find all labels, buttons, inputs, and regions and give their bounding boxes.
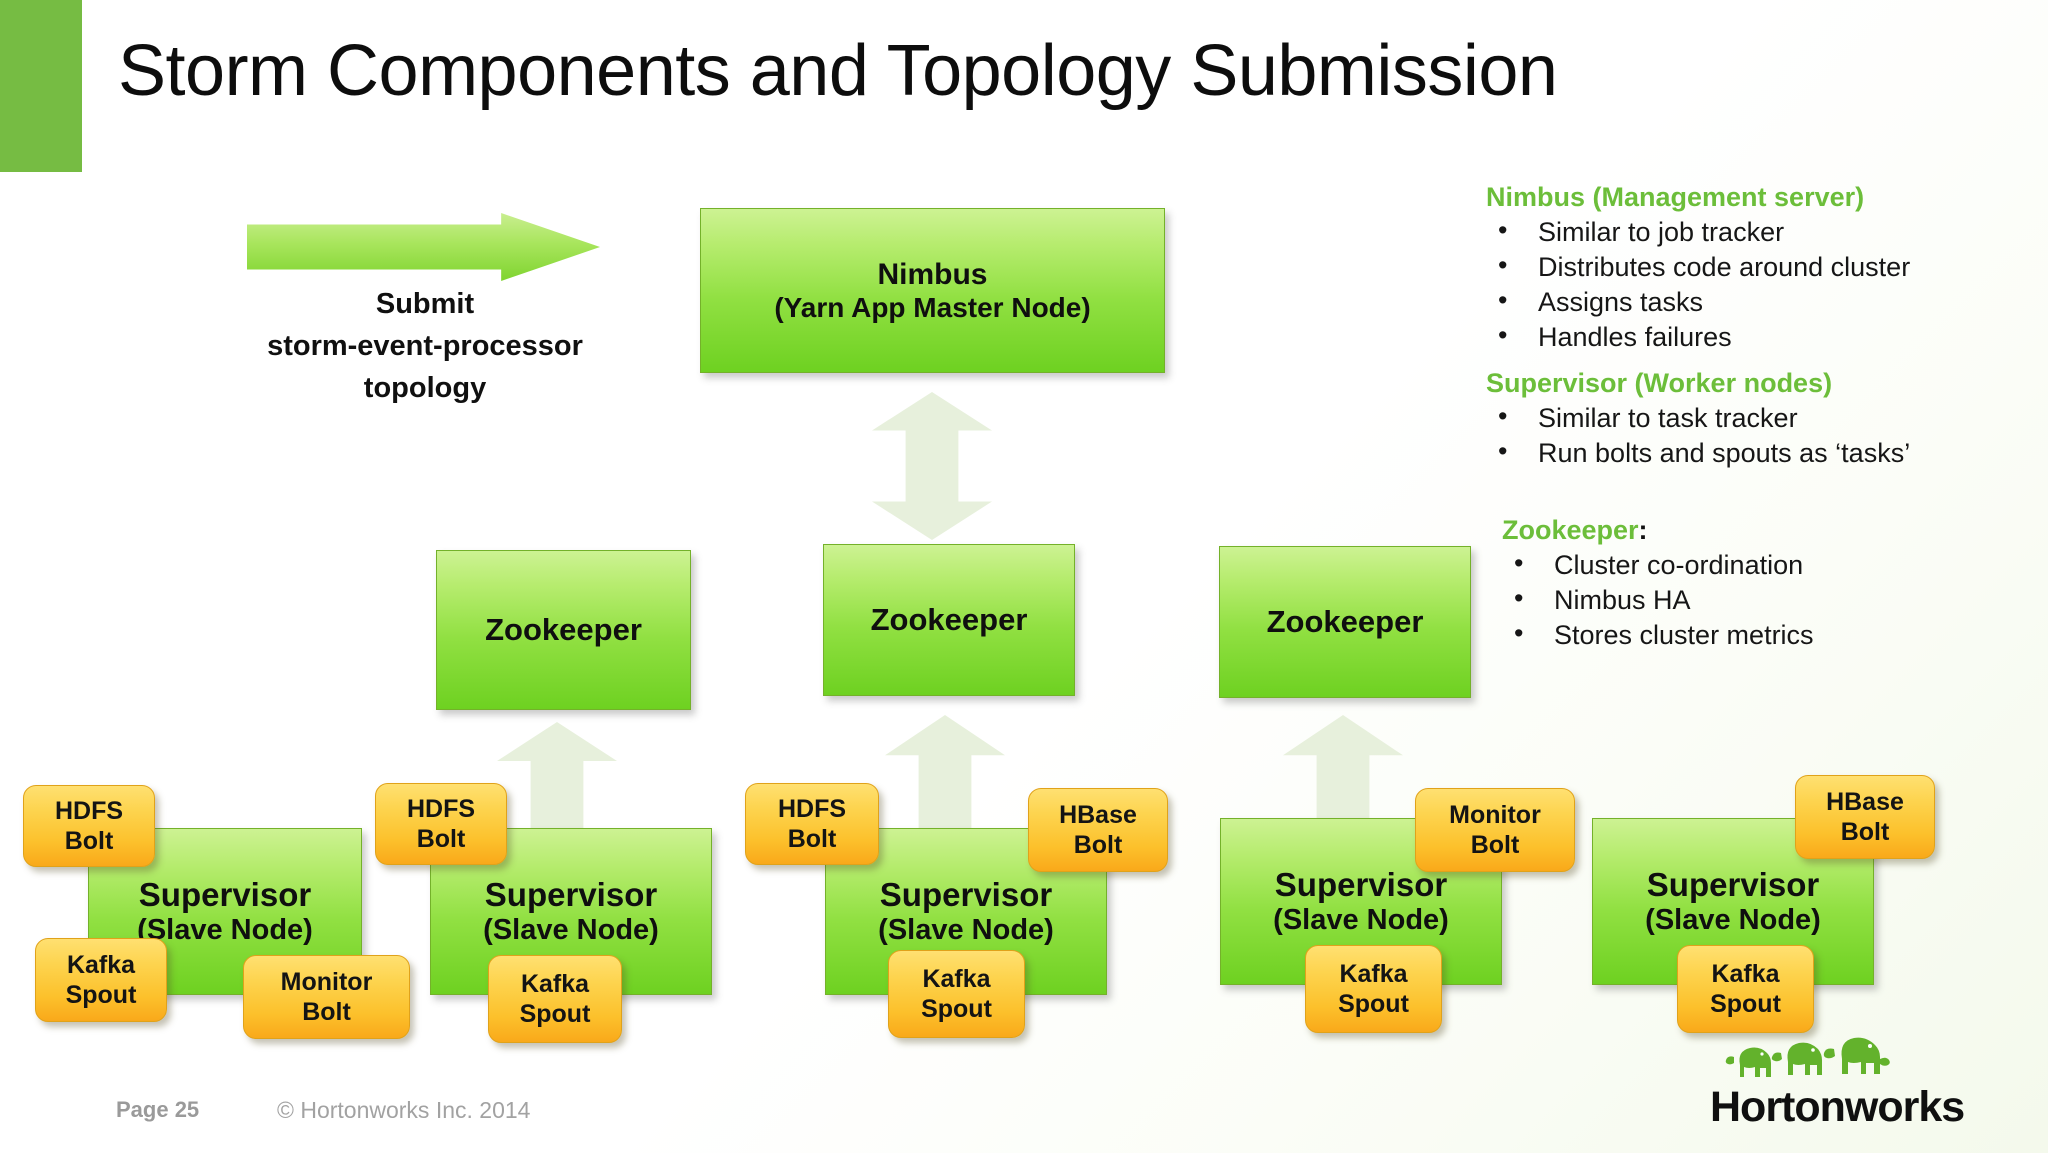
component-line1: HDFS	[406, 795, 476, 823]
page-number: Page 25	[116, 1097, 200, 1122]
component-line1: Monitor	[280, 968, 373, 996]
supervisor-subtitle: (Slave Node)	[483, 913, 659, 946]
copyright-text: © Hortonworks Inc. 2014	[277, 1097, 531, 1123]
notes-item: Similar to task tracker	[1486, 399, 2046, 436]
nimbus-title: Nimbus	[877, 258, 988, 292]
hortonworks-logo: Hortonworks	[1710, 1035, 2010, 1135]
supervisor-title: Supervisor	[879, 875, 1053, 913]
submit-label-line2: storm-event-processor	[267, 330, 583, 363]
notes-block-supervisor: Supervisor (Worker nodes) Similar to tas…	[1486, 368, 2046, 471]
component-line2: Bolt	[416, 825, 466, 853]
component-line1: Kafka	[520, 970, 590, 998]
zookeeper-node-2[interactable]: Zookeeper	[823, 544, 1075, 696]
supervisor-2-component-hdfs-bolt[interactable]: HDFS Bolt	[375, 783, 507, 865]
supervisor-5-component-kafka-spout[interactable]: Kafka Spout	[1677, 945, 1814, 1033]
supervisor-subtitle: (Slave Node)	[878, 913, 1054, 946]
notes-heading: Zookeeper:	[1502, 515, 2048, 546]
logo-wordmark: Hortonworks	[1710, 1083, 1965, 1131]
supervisor-1-component-kafka-spout[interactable]: Kafka Spout	[35, 938, 167, 1022]
notes-block-zookeeper: Zookeeper: Cluster co-ordination Nimbus …	[1502, 515, 2048, 653]
notes-item: Similar to job tracker	[1486, 213, 2046, 250]
component-line2: Spout	[1710, 990, 1781, 1018]
notes-item: Cluster co-ordination	[1502, 546, 2048, 583]
submit-arrow-label: Submit storm-event-processor topology	[180, 283, 670, 409]
supervisor-subtitle: (Slave Node)	[1645, 903, 1821, 936]
nimbus-zookeeper-double-arrow-icon	[872, 392, 992, 540]
supervisor-4-component-kafka-spout[interactable]: Kafka Spout	[1305, 945, 1442, 1033]
component-line2: Bolt	[64, 827, 114, 855]
supervisor-5-component-hbase-bolt[interactable]: HBase Bolt	[1795, 775, 1935, 859]
component-line1: HDFS	[777, 795, 847, 823]
notes-heading: Nimbus (Management server)	[1486, 182, 1865, 212]
supervisor-title: Supervisor	[1274, 865, 1448, 903]
component-line1: Kafka	[1711, 960, 1780, 988]
zookeeper-node-1[interactable]: Zookeeper	[436, 550, 691, 710]
supervisor-subtitle: (Slave Node)	[137, 913, 313, 946]
supervisor-3-component-hdfs-bolt[interactable]: HDFS Bolt	[745, 783, 879, 865]
component-line2: Bolt	[787, 825, 837, 853]
elephants-icon	[1725, 1037, 1890, 1077]
notes-list: Similar to job tracker Distributes code …	[1486, 213, 2046, 355]
component-line1: Monitor	[1449, 801, 1541, 829]
submit-arrow-icon	[247, 213, 600, 281]
component-line2: Bolt	[1470, 831, 1520, 859]
nimbus-subtitle: (Yarn App Master Node)	[774, 291, 1091, 323]
component-line2: Bolt	[302, 998, 351, 1026]
supervisor-4-component-monitor-bolt[interactable]: Monitor Bolt	[1415, 788, 1575, 872]
supervisor-title: Supervisor	[1646, 865, 1820, 903]
notes-heading-suffix: :	[1638, 515, 1648, 545]
supervisor-subtitle: (Slave Node)	[1273, 903, 1449, 936]
supervisor-3-component-hbase-bolt[interactable]: HBase Bolt	[1028, 788, 1168, 872]
nimbus-node[interactable]: Nimbus (Yarn App Master Node)	[700, 208, 1165, 373]
submit-label-line3: topology	[363, 372, 487, 405]
notes-item: Handles failures	[1486, 318, 2046, 355]
zookeeper-label: Zookeeper	[485, 611, 642, 647]
supervisor-3-component-kafka-spout[interactable]: Kafka Spout	[888, 950, 1025, 1038]
supervisor-1-component-hdfs-bolt[interactable]: HDFS Bolt	[23, 785, 155, 867]
supervisor-title: Supervisor	[484, 875, 658, 913]
component-line2: Spout	[921, 995, 992, 1023]
component-line1: HDFS	[54, 797, 124, 825]
notes-item: Stores cluster metrics	[1502, 616, 2048, 653]
accent-bar	[0, 0, 82, 172]
supervisor-2-component-kafka-spout[interactable]: Kafka Spout	[488, 955, 622, 1043]
component-line1: Kafka	[1339, 960, 1408, 988]
component-line2: Spout	[1338, 990, 1409, 1018]
zookeeper-node-3[interactable]: Zookeeper	[1219, 546, 1471, 698]
component-line2: Spout	[519, 1000, 591, 1028]
component-line1: HBase	[1059, 801, 1137, 829]
zookeeper-label: Zookeeper	[870, 601, 1028, 637]
component-line1: HBase	[1826, 788, 1904, 816]
component-line1: Kafka	[66, 951, 136, 979]
zookeeper-label: Zookeeper	[1266, 603, 1424, 639]
component-line2: Spout	[65, 981, 137, 1009]
notes-item: Run bolts and spouts as ‘tasks’	[1486, 434, 2046, 471]
notes-heading: Supervisor (Worker nodes)	[1486, 368, 1833, 398]
notes-item: Distributes code around cluster	[1486, 248, 2046, 285]
page-title: Storm Components and Topology Submission	[118, 31, 1558, 111]
supervisor-1-component-monitor-bolt[interactable]: Monitor Bolt	[243, 955, 410, 1039]
notes-item: Nimbus HA	[1502, 581, 2048, 618]
component-line2: Bolt	[1840, 818, 1890, 846]
notes-heading-text: Zookeeper	[1502, 515, 1639, 545]
component-line2: Bolt	[1073, 831, 1123, 859]
notes-list: Similar to task tracker Run bolts and sp…	[1486, 399, 2046, 471]
notes-block-nimbus: Nimbus (Management server) Similar to jo…	[1486, 182, 2046, 355]
component-line1: Kafka	[922, 965, 991, 993]
notes-list: Cluster co-ordination Nimbus HA Stores c…	[1502, 546, 2048, 653]
submit-label-line1: Submit	[375, 288, 475, 320]
supervisor-title: Supervisor	[138, 875, 312, 913]
notes-item: Assigns tasks	[1486, 283, 2046, 320]
